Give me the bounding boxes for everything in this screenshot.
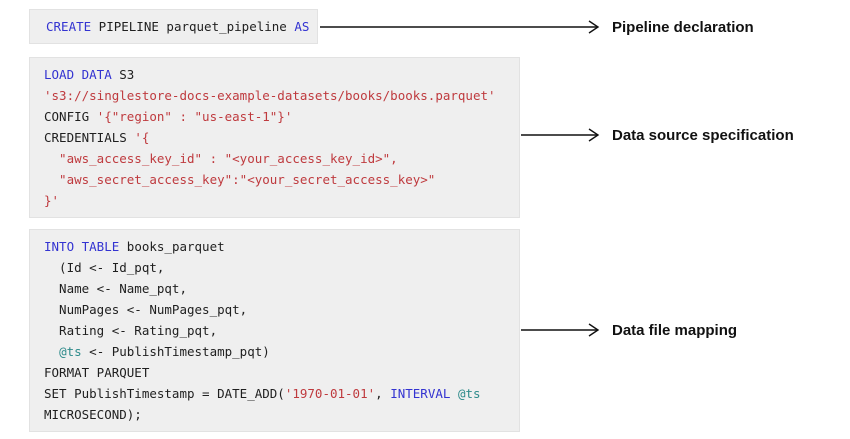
code-token-plain: <- PublishTimestamp_pqt) bbox=[81, 344, 270, 359]
code-line: 's3://singlestore-docs-example-datasets/… bbox=[44, 85, 507, 106]
code-token-string: '{"region" : "us-east-1"}' bbox=[96, 109, 293, 124]
code-line: Rating <- Rating_pqt, bbox=[44, 320, 507, 341]
code-token-keyword: INTO TABLE bbox=[44, 239, 120, 254]
code-line: (Id <- Id_pqt, bbox=[44, 257, 507, 278]
code-token-plain: NumPages <- NumPages_pqt, bbox=[44, 302, 248, 317]
code-line: LOAD DATA S3 bbox=[44, 64, 507, 85]
code-line: CONFIG '{"region" : "us-east-1"}' bbox=[44, 106, 507, 127]
arrow-data-source bbox=[521, 128, 600, 142]
code-token-string: "aws_access_key_id" : "<your_access_key_… bbox=[44, 151, 398, 166]
code-token-plain bbox=[44, 344, 59, 359]
code-line: }' bbox=[44, 190, 507, 211]
code-line: "aws_secret_access_key":"<your_secret_ac… bbox=[44, 169, 507, 190]
code-token-plain: , bbox=[375, 386, 391, 401]
code-block-pipeline-declaration: CREATE PIPELINE parquet_pipeline AS bbox=[29, 9, 318, 44]
label-data-source-specification: Data source specification bbox=[612, 127, 794, 144]
code-line: NumPages <- NumPages_pqt, bbox=[44, 299, 507, 320]
code-block-data-source: LOAD DATA S3 's3://singlestore-docs-examp… bbox=[29, 57, 520, 218]
arrow-data-mapping bbox=[521, 323, 600, 337]
code-token-plain: (Id <- Id_pqt, bbox=[44, 260, 165, 275]
code-line: @ts <- PublishTimestamp_pqt) bbox=[44, 341, 507, 362]
code-line: MICROSECOND); bbox=[44, 404, 507, 425]
code-line: CREDENTIALS '{ bbox=[44, 127, 507, 148]
code-line: "aws_access_key_id" : "<your_access_key_… bbox=[44, 148, 507, 169]
code-line: FORMAT PARQUET bbox=[44, 362, 507, 383]
code-token-plain: Rating <- Rating_pqt, bbox=[44, 323, 218, 338]
code-token-keyword: CREATE bbox=[46, 19, 92, 34]
code-token-keyword: AS bbox=[294, 19, 310, 34]
code-block-data-mapping: INTO TABLE books_parquet (Id <- Id_pqt, … bbox=[29, 229, 520, 432]
code-token-plain: books_parquet bbox=[119, 239, 225, 254]
code-line: INTO TABLE books_parquet bbox=[44, 236, 507, 257]
code-token-string: "aws_secret_access_key":"<your_secret_ac… bbox=[44, 172, 436, 187]
code-token-plain: MICROSECOND); bbox=[44, 407, 142, 422]
code-token-plain: PIPELINE parquet_pipeline bbox=[91, 19, 295, 34]
code-token-keyword: INTERVAL bbox=[390, 386, 451, 401]
code-token-plain: CREDENTIALS bbox=[44, 130, 135, 145]
code-token-string: }' bbox=[44, 193, 60, 208]
label-pipeline-declaration: Pipeline declaration bbox=[612, 19, 754, 36]
code-token-variable: @ts bbox=[457, 386, 481, 401]
code-token-string: '1970-01-01' bbox=[284, 386, 376, 401]
arrow-pipeline-declaration bbox=[320, 20, 600, 34]
code-line: CREATE PIPELINE parquet_pipeline AS bbox=[46, 16, 309, 37]
code-line: Name <- Name_pqt, bbox=[44, 278, 507, 299]
code-token-plain: S3 bbox=[111, 67, 135, 82]
code-token-plain bbox=[450, 386, 458, 401]
code-token-plain: Name <- Name_pqt, bbox=[44, 281, 187, 296]
code-token-plain: SET PublishTimestamp = DATE_ADD( bbox=[44, 386, 285, 401]
code-token-string: '{ bbox=[134, 130, 150, 145]
code-token-keyword: LOAD DATA bbox=[44, 67, 112, 82]
label-data-file-mapping: Data file mapping bbox=[612, 322, 738, 339]
code-token-string: 's3://singlestore-docs-example-datasets/… bbox=[44, 88, 496, 103]
code-token-plain: FORMAT PARQUET bbox=[44, 365, 150, 380]
code-token-plain: CONFIG bbox=[44, 109, 97, 124]
code-token-variable: @ts bbox=[59, 344, 82, 359]
code-line: SET PublishTimestamp = DATE_ADD('1970-01… bbox=[44, 383, 507, 404]
